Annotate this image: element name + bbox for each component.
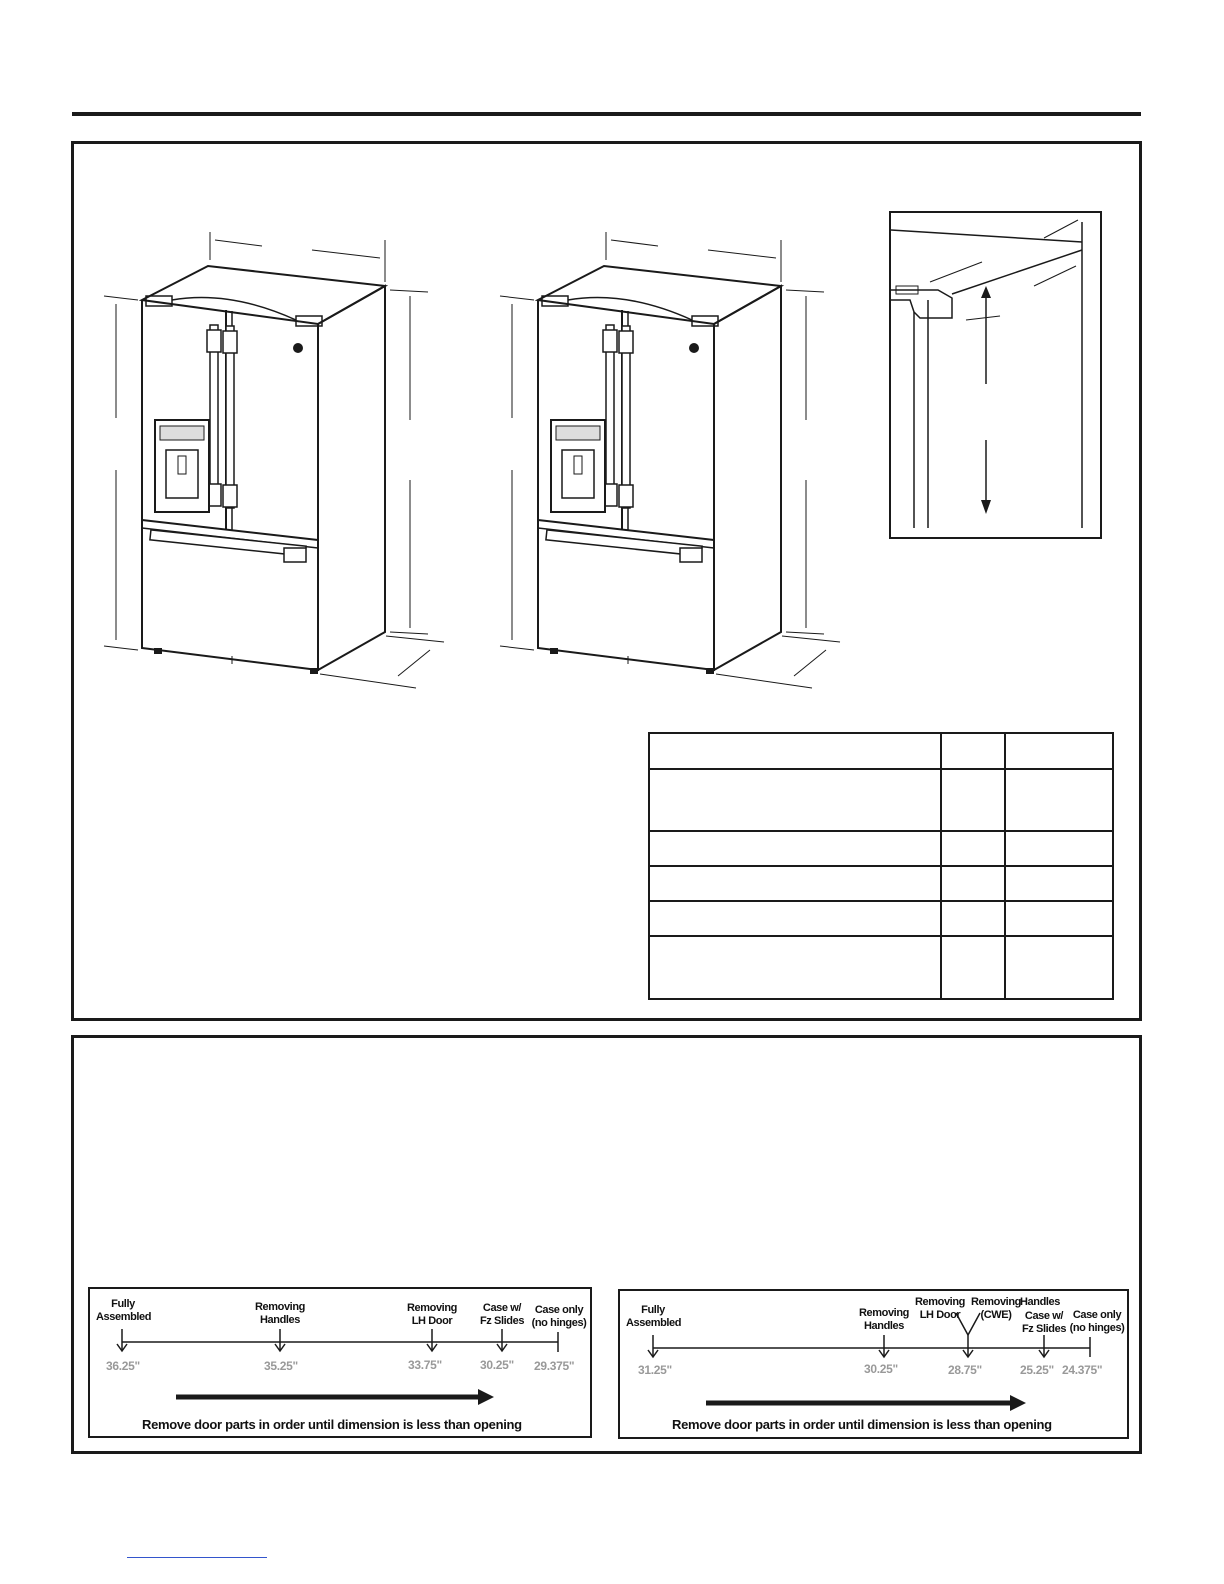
stop-label: Case only (no hinges) bbox=[1069, 1309, 1125, 1334]
table-cell bbox=[648, 830, 942, 867]
stop-label: Removing Handles bbox=[255, 1301, 305, 1326]
table-cell bbox=[648, 900, 942, 937]
stop-value: 24.375" bbox=[1062, 1363, 1103, 1377]
timeline-axis bbox=[647, 1312, 1091, 1411]
table-cell bbox=[940, 865, 1006, 902]
stop-value: 30.25" bbox=[480, 1358, 514, 1372]
stop-label: Case w/ Fz Slides bbox=[479, 1302, 525, 1327]
stop-value: 36.25" bbox=[106, 1359, 140, 1373]
table-cell bbox=[1004, 900, 1114, 937]
refrigerator-dimension-drawings bbox=[103, 211, 1102, 689]
table-cell bbox=[940, 768, 1006, 832]
table-cell bbox=[940, 935, 1006, 1000]
table-cell bbox=[648, 935, 942, 1000]
table-cell bbox=[1004, 830, 1114, 867]
timeline-caption: Remove door parts in order until dimensi… bbox=[142, 1417, 522, 1432]
stop-value: 28.75" bbox=[948, 1363, 982, 1377]
stop-value: 30.25" bbox=[864, 1362, 898, 1376]
stop-value: 25.25" bbox=[1020, 1363, 1054, 1377]
table-cell bbox=[648, 865, 942, 902]
stop-value: 31.25" bbox=[638, 1363, 672, 1377]
refrigerator-drawing-left bbox=[103, 231, 445, 689]
stop-label: Fully Assembled bbox=[96, 1298, 152, 1323]
table-cell bbox=[648, 768, 942, 832]
stop-label: Removing LH Door bbox=[407, 1302, 457, 1327]
refrigerator-drawing-right bbox=[499, 231, 841, 689]
table-cell bbox=[940, 900, 1006, 937]
dimensions-table bbox=[648, 732, 1114, 1000]
dimensions-panel bbox=[71, 141, 1142, 1021]
table-cell bbox=[940, 830, 1006, 867]
timeline-caption: Remove door parts in order until dimensi… bbox=[672, 1417, 1052, 1432]
stop-label: Removing (CWE) bbox=[971, 1296, 1021, 1321]
stop-label: Case only (no hinges) bbox=[531, 1304, 587, 1329]
door-clearance-detail bbox=[889, 211, 1102, 539]
stop-label: Fully Assembled bbox=[626, 1304, 682, 1329]
timeline-axis bbox=[116, 1329, 559, 1405]
table-cell bbox=[1004, 732, 1114, 770]
table-cell bbox=[1004, 768, 1114, 832]
removal-timeline-left: Fully Assembled Removing Handles Removin… bbox=[88, 1287, 592, 1438]
stop-value: 33.75" bbox=[408, 1358, 442, 1372]
table-cell bbox=[1004, 865, 1114, 902]
header-rule bbox=[72, 112, 1141, 116]
door-removal-panel bbox=[71, 1035, 1142, 1454]
stop-label: Handles bbox=[1020, 1296, 1060, 1308]
table-cell bbox=[648, 732, 942, 770]
stop-value: 29.375" bbox=[534, 1359, 575, 1373]
table-cell bbox=[1004, 935, 1114, 1000]
removal-timeline-right: Fully Assembled Removing Handles Removin… bbox=[618, 1289, 1129, 1439]
stop-label: Removing Handles bbox=[859, 1307, 909, 1332]
stop-value: 35.25" bbox=[264, 1359, 298, 1373]
footer-link-underline bbox=[127, 1557, 267, 1558]
table-cell bbox=[940, 732, 1006, 770]
stop-label: Removing LH Door bbox=[915, 1296, 965, 1321]
stop-label: Case w/ Fz Slides bbox=[1021, 1310, 1067, 1335]
